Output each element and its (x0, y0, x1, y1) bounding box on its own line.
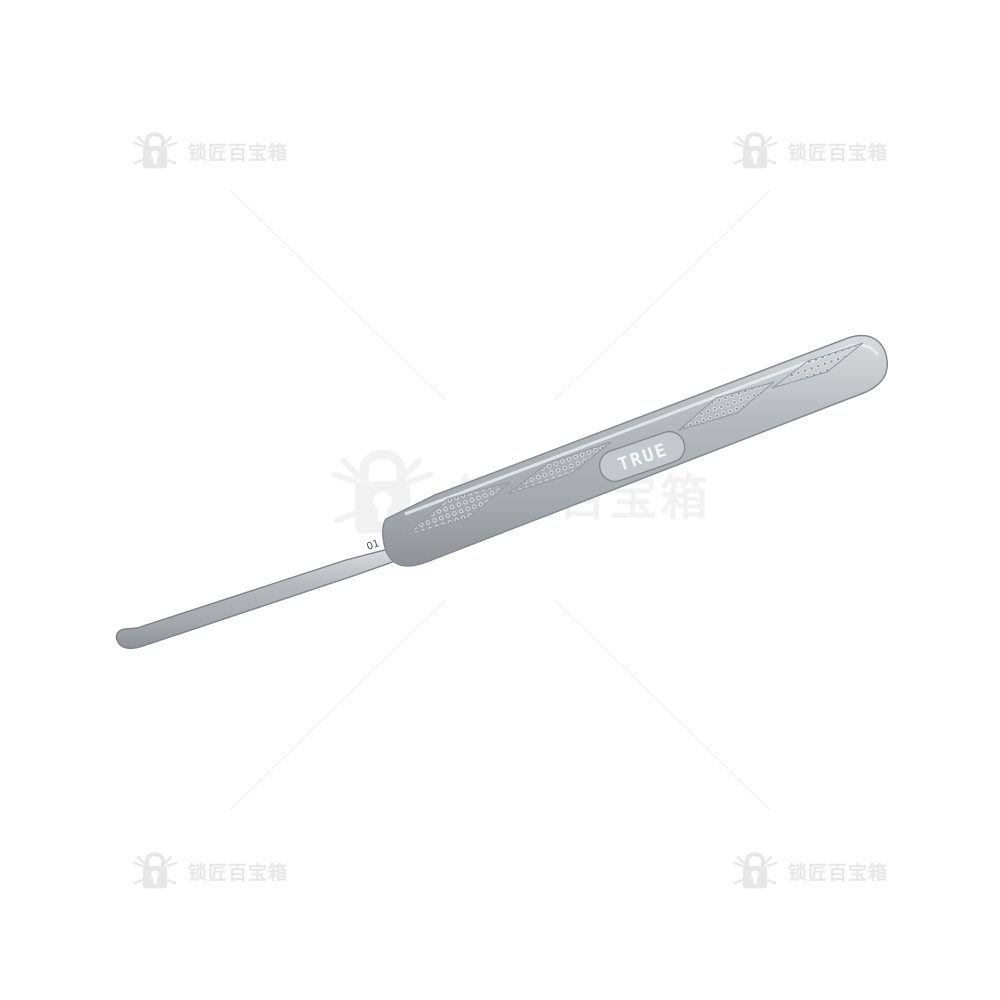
watermark-text: 锁匠百宝箱 (788, 861, 889, 884)
watermark-top-left: 锁匠百宝箱 (130, 128, 288, 178)
tool-handle-highlight (404, 343, 880, 516)
watermark-text: 锁匠百宝箱 (188, 141, 289, 164)
brand-stamp-plate (598, 430, 686, 483)
knurled-diamond-panel (405, 481, 511, 537)
watermark-bottom-left: 锁匠百宝箱 (130, 848, 288, 898)
lock-with-wrench-icon (732, 132, 778, 169)
watermark-text: 锁匠百宝箱 (788, 141, 889, 164)
watermark-text: 锁匠百宝箱 (188, 861, 289, 884)
watermark-top-right: 锁匠百宝箱 (730, 128, 888, 178)
knurled-diamond-panel (678, 381, 775, 431)
knurled-diamond-panel (507, 441, 612, 495)
lock-with-wrench-icon (132, 852, 178, 889)
knurled-diamond-panel (771, 342, 864, 389)
watermark-bottom-right: 锁匠百宝箱 (730, 848, 888, 898)
lock-with-wrench-icon (732, 852, 778, 889)
tool-hook-shaft (115, 547, 399, 650)
lock-with-wrench-icon (132, 132, 178, 169)
